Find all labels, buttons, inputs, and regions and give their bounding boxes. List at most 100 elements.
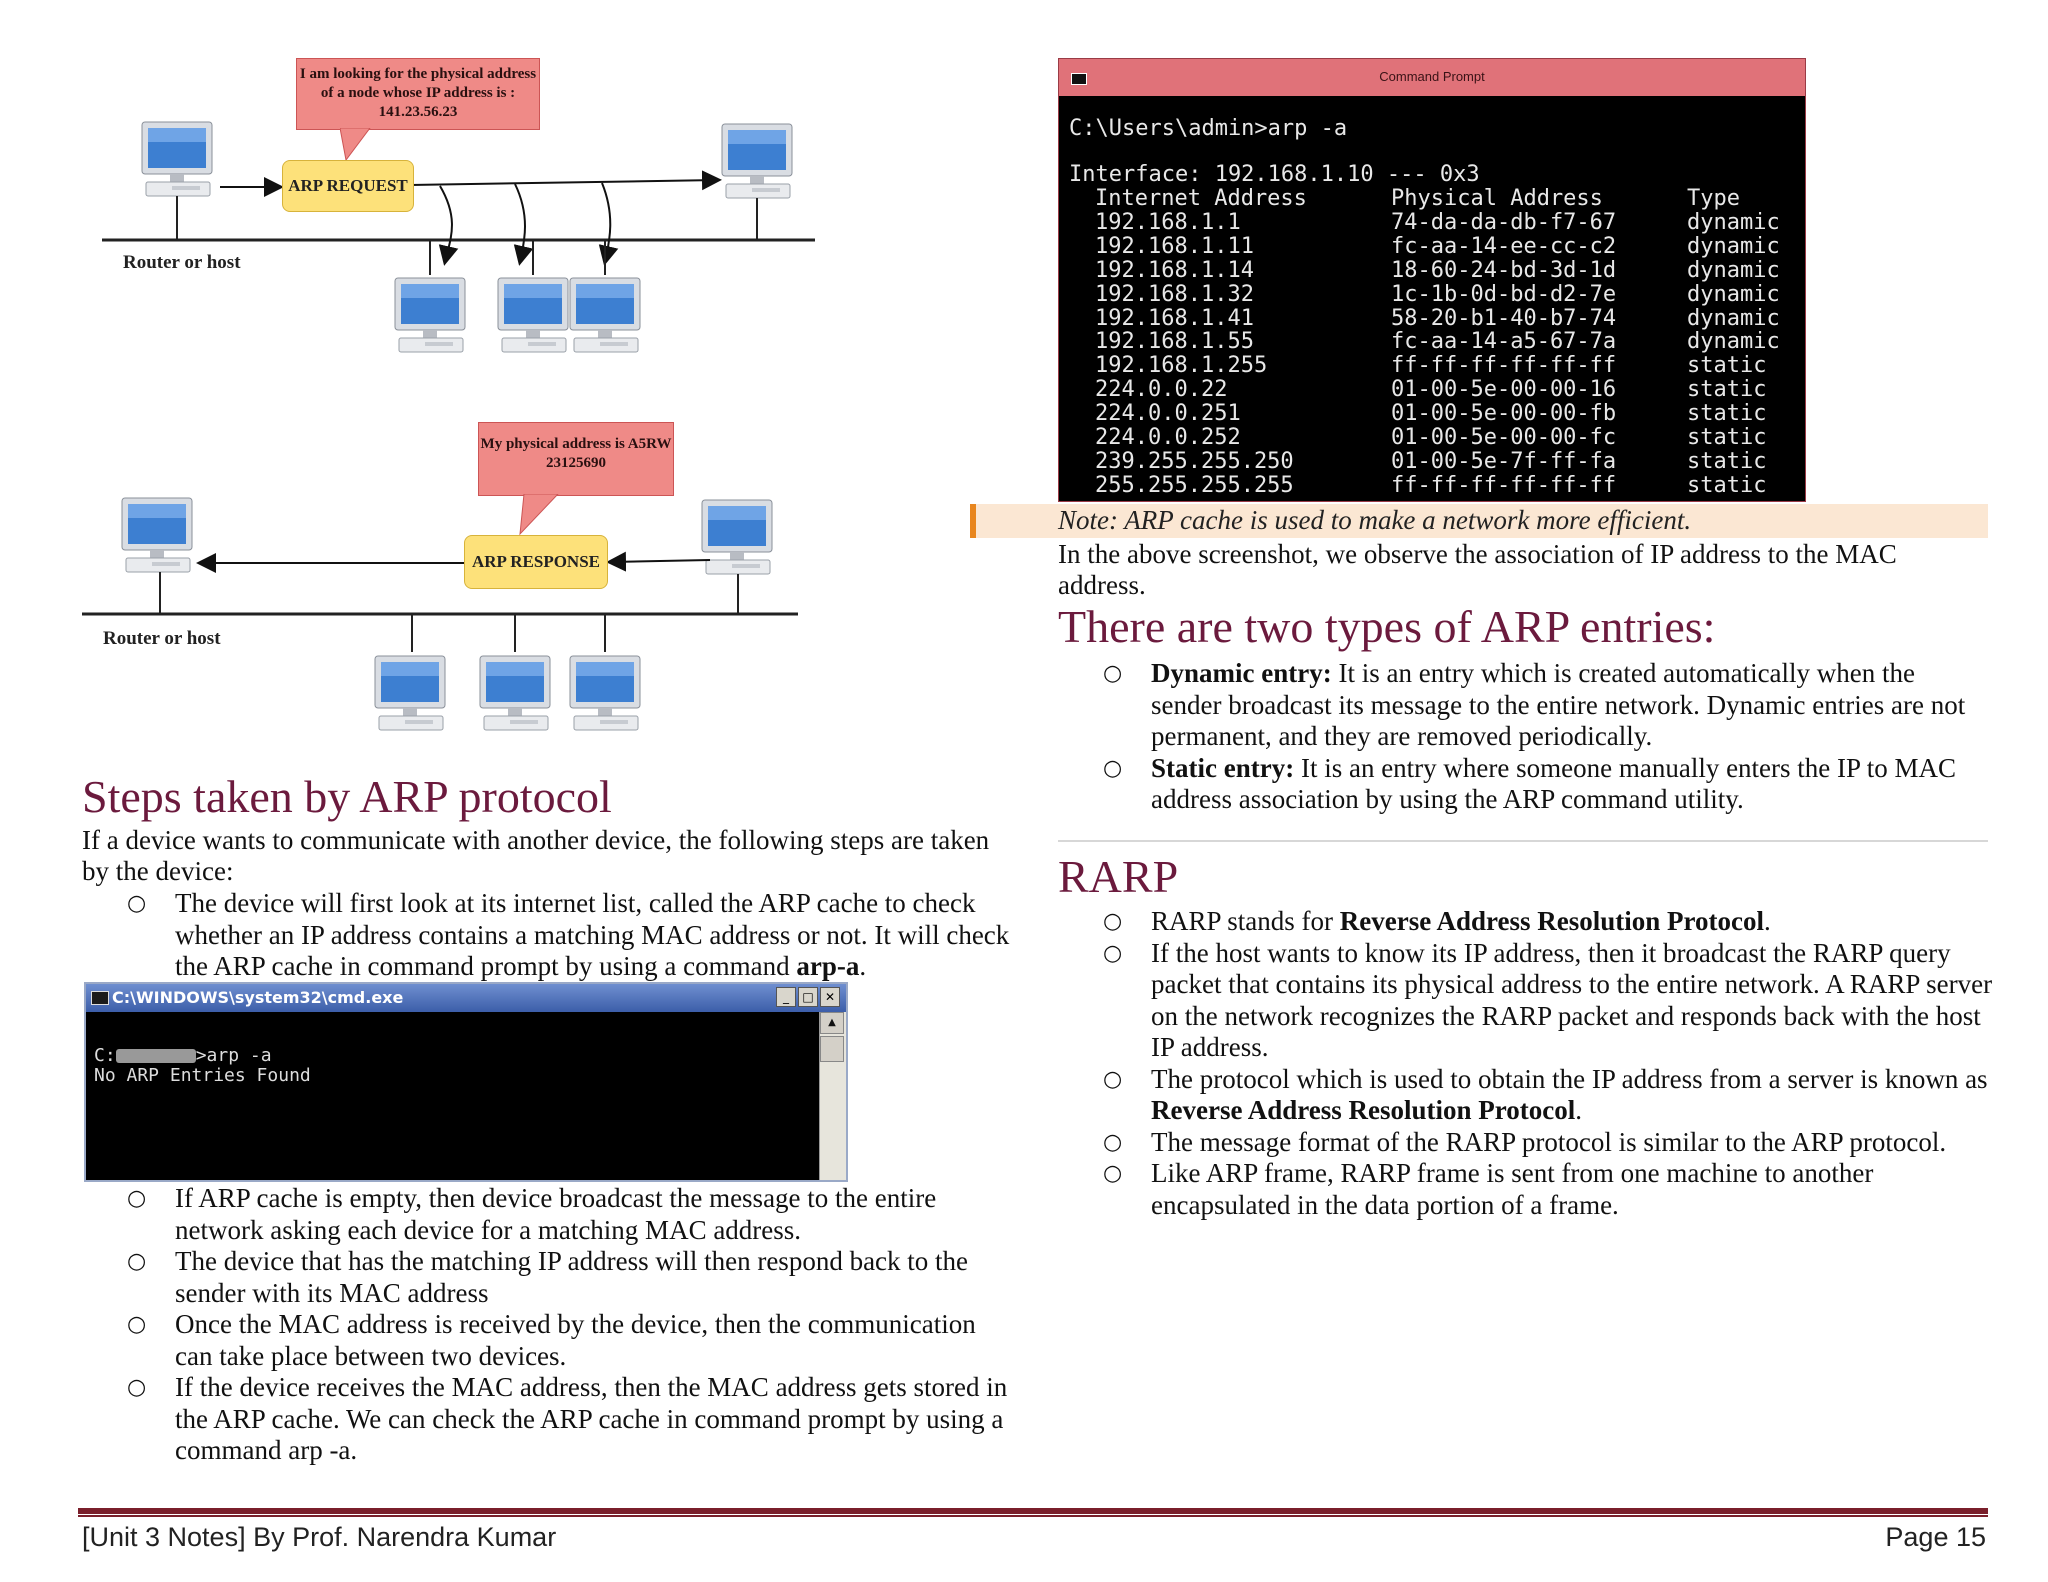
arp-response-label: ARP RESPONSE xyxy=(464,535,608,589)
type-cell: static xyxy=(1687,448,1767,474)
node-computer-icon xyxy=(497,277,569,353)
type-cell: dynamic xyxy=(1687,305,1780,331)
circle-bullet-icon: ○ xyxy=(1103,1066,1123,1092)
mac-cell: fc-aa-14-a5-67-7a xyxy=(1391,329,1617,355)
router-label: Router or host xyxy=(103,628,221,649)
node-computer-icon xyxy=(394,277,466,353)
ip-cell: 192.168.1.1 xyxy=(1095,209,1241,235)
circle-bullet-icon: ○ xyxy=(1103,1161,1123,1186)
ip-cell: 192.168.1.14 xyxy=(1095,257,1254,283)
mac-cell: 01-00-5e-00-00-fb xyxy=(1391,401,1617,427)
scrollbar[interactable]: ▲ xyxy=(819,1012,846,1180)
col-header: Type xyxy=(1687,186,1740,211)
mac-cell: 58-20-b1-40-b7-74 xyxy=(1391,305,1617,331)
circle-bullet-icon: ○ xyxy=(1103,909,1123,934)
mac-cell: ff-ff-ff-ff-ff-ff xyxy=(1391,472,1617,498)
footer-left: [Unit 3 Notes] By Prof. Narendra Kumar xyxy=(82,1522,557,1552)
types-list: ○Dynamic entry: It is an entry which is … xyxy=(1058,658,1988,816)
list-item: ○If the device receives the MAC address,… xyxy=(127,1372,1008,1465)
cmd-modern-titlebar: Command Prompt xyxy=(1059,59,1805,96)
section-divider xyxy=(1058,840,1988,842)
steps-list-top: ○ The device will first look at its inte… xyxy=(82,888,1017,983)
mac-cell: ff-ff-ff-ff-ff-ff xyxy=(1391,353,1617,379)
minimize-button[interactable]: _ xyxy=(776,987,796,1007)
cmd-modern-window: Command Prompt C:\Users\admin>arp -a Int… xyxy=(1058,58,1806,502)
circle-bullet-icon: ○ xyxy=(1103,1129,1123,1155)
rarp-list: ○RARP stands for Reverse Address Resolut… xyxy=(1058,906,1993,1221)
node-computer-icon xyxy=(374,655,446,731)
sender-computer-icon xyxy=(141,121,213,197)
cmd-xp-output: C:>arp -a No ARP Entries Found xyxy=(94,1045,311,1086)
cmd-interface-line: Interface: 192.168.1.10 --- 0x3 xyxy=(1069,162,1480,187)
steps-list-bottom: ○If ARP cache is empty, then device broa… xyxy=(82,1183,1017,1467)
list-item: ○The device that has the matching IP add… xyxy=(127,1246,969,1308)
types-heading: There are two types of ARP entries: xyxy=(1058,601,1716,652)
type-cell: static xyxy=(1687,425,1767,451)
circle-bullet-icon: ○ xyxy=(127,1186,147,1211)
list-item: ○The message format of the RARP protocol… xyxy=(1103,1126,1947,1157)
type-cell: dynamic xyxy=(1687,233,1780,259)
scroll-thumb[interactable] xyxy=(820,1036,844,1062)
ip-cell: 192.168.1.11 xyxy=(1095,233,1254,259)
rarp-heading: RARP xyxy=(1058,851,1179,902)
list-item: ○Like ARP frame, RARP frame is sent from… xyxy=(1103,1158,1874,1220)
redacted-path xyxy=(115,1049,196,1063)
list-item: ○Once the MAC address is received by the… xyxy=(127,1309,976,1371)
cmd-modern-output: C:\Users\admin>arp -a Interface: 192.168… xyxy=(1069,117,1780,498)
note-band: Note: ARP cache is used to make a networ… xyxy=(970,504,1988,538)
request-speech-bubble: I am looking for the physical address of… xyxy=(296,58,540,130)
node-computer-icon xyxy=(569,277,641,353)
type-cell: static xyxy=(1687,353,1767,379)
ip-cell: 239.255.255.250 xyxy=(1095,448,1294,474)
bubble-tail xyxy=(340,128,371,162)
arp-table: Internet Address Physical Address Type 1… xyxy=(1095,187,1780,498)
mac-cell: fc-aa-14-ee-cc-c2 xyxy=(1391,233,1617,259)
cmd-icon xyxy=(91,991,109,1005)
circle-bullet-icon: ○ xyxy=(127,1375,147,1400)
cmd-xp-titlebar: C:\WINDOWS\system32\cmd.exe _ □ ✕ xyxy=(86,984,846,1012)
target-computer-icon xyxy=(721,123,793,199)
table-header-row: Internet Address Physical Address Type xyxy=(1095,187,1780,211)
table-row: 192.168.1.11 fc-aa-14-ee-cc-c2 dynamic xyxy=(1095,233,1780,259)
router-label: Router or host xyxy=(123,252,241,273)
list-item: ○Dynamic entry: It is an entry which is … xyxy=(1103,658,1966,751)
maximize-button[interactable]: □ xyxy=(798,987,818,1007)
col-header: Physical Address xyxy=(1391,186,1603,211)
type-cell: dynamic xyxy=(1687,281,1780,307)
cmd-prompt-line: C:\Users\admin>arp -a xyxy=(1069,116,1348,141)
circle-bullet-icon: ○ xyxy=(1103,755,1123,781)
note-accent-bar xyxy=(970,504,976,538)
close-button[interactable]: ✕ xyxy=(820,987,840,1007)
list-item: ○ The device will first look at its inte… xyxy=(127,888,1010,981)
observe-text: In the above screenshot, we observe the … xyxy=(1058,539,1897,600)
scroll-up-icon[interactable]: ▲ xyxy=(820,1012,844,1034)
mac-cell: 01-00-5e-00-00-fc xyxy=(1391,425,1617,451)
note-text: Note: ARP cache is used to make a networ… xyxy=(1058,505,1692,535)
cmd-modern-title: Command Prompt xyxy=(1379,69,1485,84)
bubble-tail xyxy=(519,494,559,536)
arp-response-svg xyxy=(82,497,798,731)
page-number: Page 15 xyxy=(1885,1522,1986,1552)
footer-rule xyxy=(78,1508,1988,1514)
ip-cell: 192.168.1.41 xyxy=(1095,305,1254,331)
arp-request-label: ARP REQUEST xyxy=(282,160,414,212)
ip-cell: 224.0.0.251 xyxy=(1095,401,1241,427)
ip-cell: 255.255.255.255 xyxy=(1095,472,1294,498)
ip-cell: 192.168.1.55 xyxy=(1095,329,1254,355)
circle-bullet-icon: ○ xyxy=(127,1312,147,1337)
col-header: Internet Address xyxy=(1095,186,1307,211)
steps-heading: Steps taken by ARP protocol xyxy=(82,771,612,822)
arp-request-svg xyxy=(102,121,815,353)
type-cell: static xyxy=(1687,377,1767,403)
list-item: ○The protocol which is used to obtain th… xyxy=(1103,1063,1988,1126)
node-computer-icon xyxy=(479,655,551,731)
circle-bullet-icon: ○ xyxy=(127,891,147,916)
